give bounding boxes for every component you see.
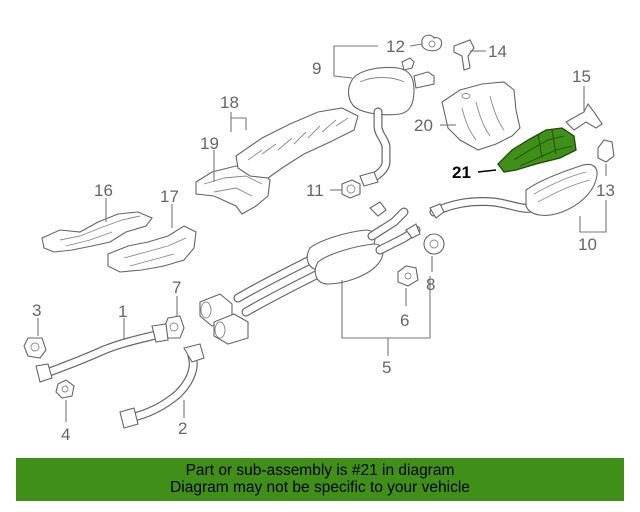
callout-16[interactable]: 16: [94, 181, 113, 200]
nut-4[interactable]: [55, 379, 75, 399]
gasket-3[interactable]: [23, 337, 47, 359]
hanger-13[interactable]: [597, 139, 615, 163]
callout-20[interactable]: 20: [414, 116, 433, 135]
hanger-6[interactable]: [397, 265, 419, 287]
bracket-14[interactable]: [453, 39, 475, 71]
bracket-15[interactable]: [565, 102, 603, 131]
callout-17[interactable]: 17: [160, 187, 179, 206]
callout-11[interactable]: 11: [306, 181, 324, 200]
callout-14[interactable]: 14: [488, 42, 507, 61]
callout-13[interactable]: 13: [596, 181, 615, 200]
banner-line-1: Part or sub-assembly is #21 in diagram: [185, 462, 455, 479]
callout-7[interactable]: 7: [172, 278, 181, 297]
callout-18[interactable]: 18: [220, 93, 239, 112]
callout-4[interactable]: 4: [61, 425, 70, 444]
heat-shield-18[interactable]: [235, 107, 359, 179]
catalytic-converter-rear[interactable]: [213, 313, 249, 345]
heat-shield-20[interactable]: [441, 81, 521, 151]
callout-9[interactable]: 9: [312, 59, 321, 78]
heat-shield-16[interactable]: [41, 211, 153, 253]
exhaust-system-diagram: 1 2 3 4 5 6 7 8 9 10 11 12 13 14 15 16 1…: [23, 34, 615, 444]
callout-2[interactable]: 2: [178, 419, 187, 438]
front-pipe-2[interactable]: [119, 343, 205, 429]
rear-muffler-10[interactable]: [429, 163, 598, 219]
callout-3[interactable]: 3: [32, 301, 41, 320]
callout-1[interactable]: 1: [118, 302, 127, 321]
callout-19[interactable]: 19: [200, 134, 219, 153]
hanger-12[interactable]: [421, 34, 443, 52]
callout-21[interactable]: 21: [452, 163, 471, 182]
banner-line-2: Diagram may not be specific to your vehi…: [170, 479, 470, 496]
leader-lines: [37, 43, 607, 422]
callout-10[interactable]: 10: [578, 235, 597, 254]
callout-labels: 1 2 3 4 5 6 7 8 9 10 11 12 13 14 15 16 1…: [32, 37, 615, 444]
callout-8[interactable]: 8: [426, 275, 435, 294]
heat-shield-17[interactable]: [107, 225, 197, 273]
callout-15[interactable]: 15: [572, 67, 591, 86]
callout-12[interactable]: 12: [386, 37, 405, 56]
center-muffler-5[interactable]: [233, 201, 421, 317]
callout-6[interactable]: 6: [400, 311, 409, 330]
rear-muffler-9[interactable]: [347, 57, 435, 187]
info-banner: Part or sub-assembly is #21 in diagram D…: [16, 458, 624, 501]
gasket-11[interactable]: [341, 179, 361, 199]
part-21-highlighted[interactable]: [497, 127, 577, 173]
callout-5[interactable]: 5: [382, 358, 391, 377]
mount-8[interactable]: [423, 233, 445, 255]
front-pipe-1[interactable]: [35, 323, 169, 383]
